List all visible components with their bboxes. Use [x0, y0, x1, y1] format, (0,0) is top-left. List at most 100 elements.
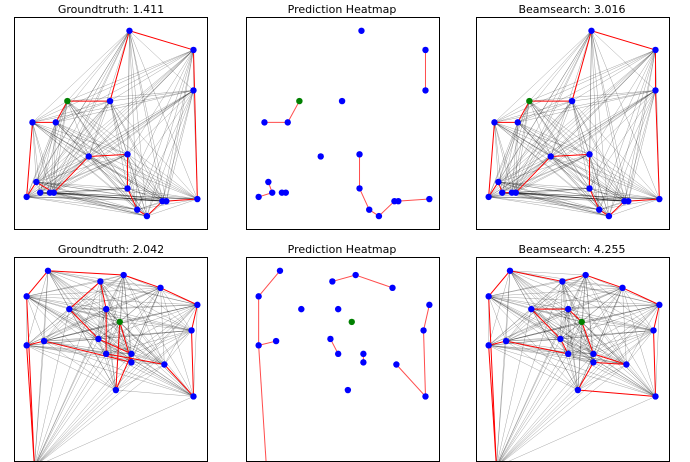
graph-edge [568, 304, 660, 310]
graph-edge [32, 122, 128, 189]
tour-edge [577, 362, 594, 391]
graph-edge [567, 274, 586, 310]
graph-edge [488, 188, 590, 198]
graph-edge [55, 90, 194, 123]
graph-edge [488, 308, 569, 346]
graph-edge [591, 30, 660, 200]
graph-node [596, 206, 603, 213]
graph-node [23, 193, 30, 201]
graph-edge [589, 49, 656, 155]
graph-edge [26, 308, 70, 346]
graph-node [590, 359, 597, 366]
heatmap-edge [396, 364, 426, 397]
graph-edge [69, 287, 161, 310]
graph-node [272, 337, 280, 345]
graph-edge [577, 304, 660, 391]
graph-node [102, 305, 110, 313]
graph-edge [100, 281, 117, 391]
graph-edge [502, 100, 573, 193]
graph-edge [26, 90, 194, 198]
graph-node [126, 27, 133, 34]
graph-edge [589, 188, 660, 200]
plot-area [14, 17, 208, 230]
plot-area [246, 17, 440, 230]
graph-edge [494, 122, 625, 202]
graph-edge [529, 100, 590, 189]
graph-edge [38, 287, 161, 461]
graph-edge [628, 90, 656, 202]
graph-edge [131, 304, 198, 355]
graph-edge [494, 122, 513, 193]
graph-edge [488, 345, 594, 355]
graph-edge [98, 304, 198, 340]
graph-node [422, 393, 429, 400]
graph-edge [509, 270, 582, 323]
graph-edge [36, 338, 99, 461]
graph-edge [562, 281, 623, 289]
graph-edge [498, 100, 573, 183]
graph-edge [69, 274, 124, 310]
graph-edge [32, 122, 55, 193]
graph-edge [67, 100, 148, 217]
graph-edge [67, 100, 128, 155]
graph-edge [106, 308, 192, 331]
graph-edge [499, 321, 582, 461]
graph-edge [26, 296, 99, 340]
graph-edge [67, 100, 128, 189]
tour-edge [164, 364, 194, 397]
graph-edge [69, 308, 132, 363]
all-pairs-edges [488, 30, 660, 217]
graph-edge [488, 196, 600, 210]
graph-edge [567, 308, 594, 354]
graph-edge [44, 340, 194, 397]
graph-edge [53, 30, 130, 193]
graph-edge [568, 287, 623, 310]
graph-edge [593, 304, 660, 363]
graph-edge [36, 309, 107, 461]
heatmap-edge [258, 270, 281, 297]
graph-edge [32, 30, 130, 123]
graph-edge [26, 196, 163, 202]
tour-edge [515, 156, 552, 194]
graph-edge [36, 281, 101, 461]
graph-edge [501, 122, 518, 193]
graph-node [568, 97, 576, 105]
tour-edge [581, 321, 594, 355]
graph-edge [560, 274, 586, 340]
graph-edge [127, 154, 198, 200]
graph-edge [509, 270, 654, 331]
graph-edge [499, 353, 569, 461]
graph-edge [88, 30, 130, 157]
graph-edge [488, 345, 578, 391]
graph-edge [55, 100, 111, 123]
graph-edge [502, 192, 629, 202]
panel-title: Prediction Heatmap [287, 3, 397, 16]
graph-edge [100, 281, 161, 289]
graph-edge [36, 49, 194, 183]
heatmap-edge [258, 345, 267, 461]
graph-edge [36, 181, 198, 200]
graph-edge [44, 340, 132, 355]
graph-edge [498, 181, 590, 189]
graph-node [161, 361, 168, 368]
graph-edge [488, 296, 654, 331]
graph-edge [488, 296, 561, 340]
graph-edge [502, 154, 590, 193]
graph-edge [40, 389, 117, 461]
tour-edge [109, 30, 130, 102]
tour-edge [26, 270, 49, 297]
graph-edge [88, 156, 138, 210]
graph-edge [119, 321, 192, 331]
graph-edge [98, 338, 117, 391]
graph-edge [53, 100, 111, 193]
graph-edge [511, 192, 625, 202]
graph-edge [131, 304, 198, 363]
start-node [578, 318, 585, 326]
graph-edge [571, 101, 590, 189]
graph-edge [67, 90, 194, 102]
graph-edge [572, 90, 656, 102]
graph-edge [109, 100, 163, 202]
graph-edge [581, 321, 656, 397]
graph-edge [26, 304, 198, 346]
graph-edge [40, 154, 128, 193]
